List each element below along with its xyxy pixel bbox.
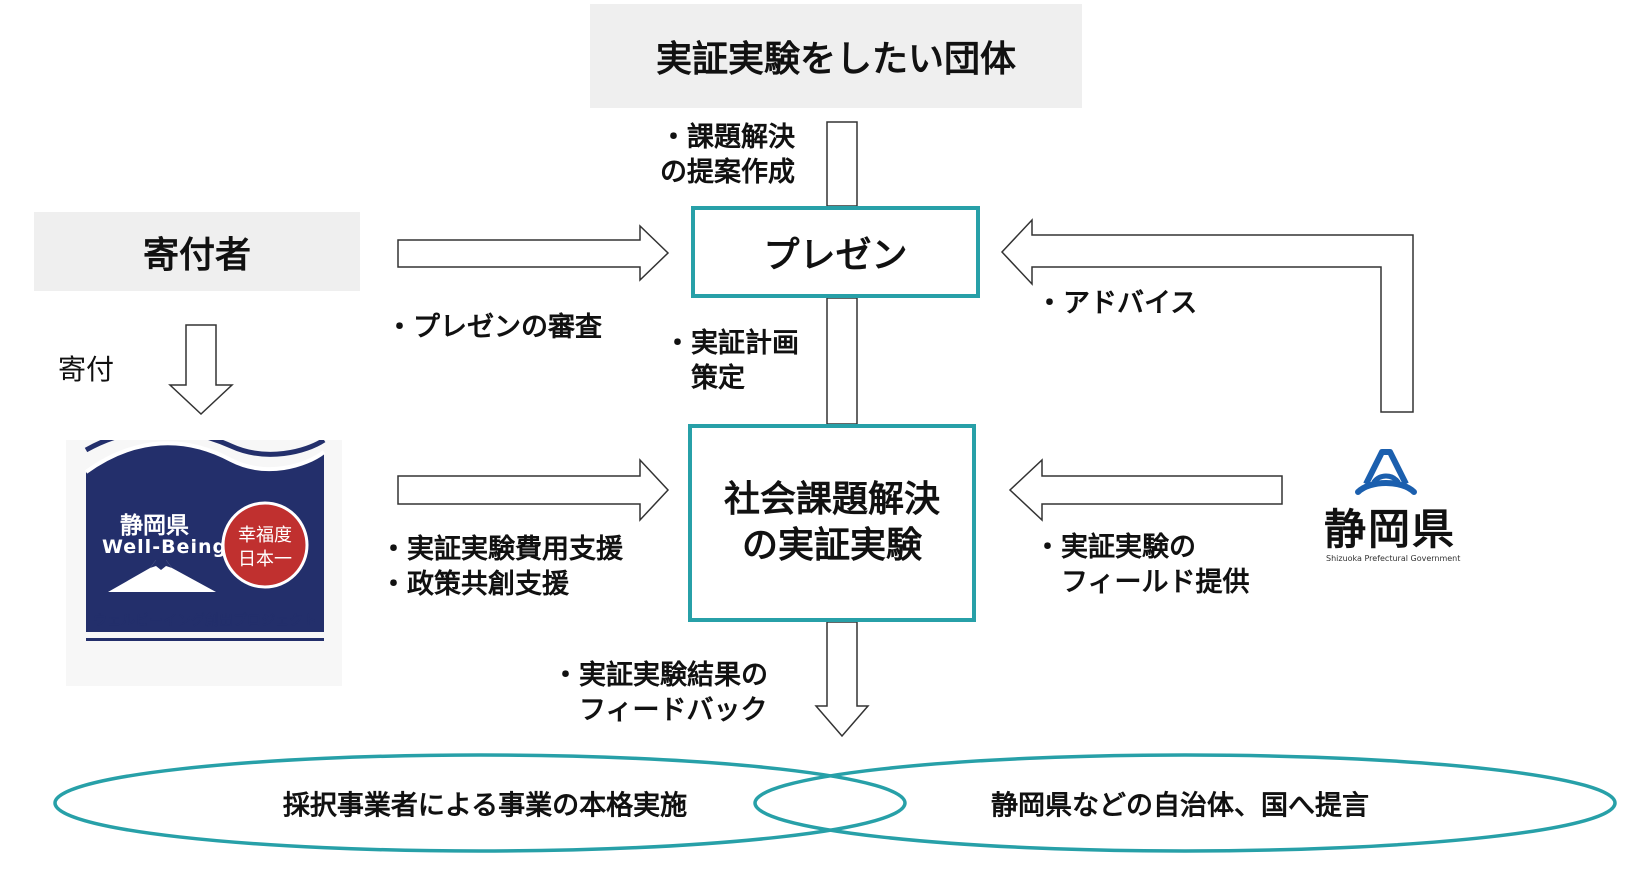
- wellbeing-footer: ウェルビーイング創出プロジェクト: [93, 613, 317, 629]
- org-box: 実証実験をしたい団体: [590, 4, 1082, 108]
- presen-label: プレゼン: [763, 235, 908, 276]
- label-proposal-line-2: の提案作成: [660, 157, 795, 188]
- wellbeing-seal-line-1: 幸福度: [238, 525, 292, 546]
- connector-presen-experiment: [826, 297, 858, 425]
- wellbeing-logo-graphic: [84, 427, 326, 641]
- arrow-feedback: [814, 621, 870, 738]
- org-label: 実証実験をしたい団体: [655, 39, 1016, 80]
- label-field-line-1: ・実証実験の: [1034, 532, 1196, 563]
- label-feedback: ・実証実験結果の フィードバック: [552, 658, 768, 728]
- presen-box: プレゼン: [691, 206, 980, 298]
- label-advice: ・アドバイス: [1036, 288, 1198, 319]
- donor-box: 寄付者: [34, 212, 360, 291]
- arrow-fund-experiment: [397, 458, 670, 522]
- shizuoka-logo: 静岡県 Shizuoka Prefectural Government: [1308, 440, 1472, 580]
- wellbeing-logo: 静岡県 Well-Being 幸福度 日本一 ウェルビーイング創出プロジェクト: [66, 427, 342, 686]
- experiment-line-2: の実証実験: [741, 525, 922, 566]
- arrow-field-experiment: [1008, 458, 1283, 522]
- experiment-line-1: 社会課題解決: [723, 479, 940, 520]
- connector-org-presen: [826, 121, 858, 207]
- arrow-donor-fund: [168, 324, 234, 416]
- outcome-right-text: 静岡県などの自治体、国へ提言: [991, 790, 1369, 822]
- mount-fuji-icon: [108, 560, 216, 592]
- label-feedback-line-1: ・実証実験結果の: [552, 660, 768, 691]
- wellbeing-seal: 幸福度 日本一: [227, 524, 303, 572]
- label-review: ・プレゼンの審査: [386, 312, 602, 343]
- arrow-advice: [1000, 218, 1414, 413]
- arrow-donor-presen: [397, 224, 670, 282]
- label-plan-line-2: 策定: [691, 363, 745, 394]
- label-support-line-1: ・実証実験費用支援: [380, 534, 623, 565]
- label-field: ・実証実験の フィールド提供: [1034, 530, 1249, 600]
- wellbeing-title: Well-Being: [102, 536, 228, 558]
- experiment-box: 社会課題解決 の実証実験: [688, 424, 976, 622]
- shizuoka-name: 静岡県: [1324, 505, 1457, 554]
- label-field-line-2: フィールド提供: [1061, 567, 1250, 598]
- shizuoka-emblem-icon: [1355, 449, 1417, 495]
- label-proposal-line-1: ・課題解決: [660, 122, 795, 153]
- wellbeing-pref: 静岡県: [120, 513, 189, 539]
- label-donation: 寄付: [58, 353, 115, 386]
- label-feedback-line-2: フィードバック: [579, 695, 768, 726]
- wellbeing-seal-line-2: 日本一: [238, 549, 292, 570]
- shizuoka-english: Shizuoka Prefectural Government: [1326, 554, 1461, 563]
- label-support: ・実証実験費用支援 ・政策共創支援: [380, 532, 623, 602]
- label-support-line-2: ・政策共創支援: [380, 569, 569, 600]
- outcome-left-text: 採択事業者による事業の本格実施: [282, 790, 688, 822]
- label-plan: ・実証計画 策定: [664, 326, 799, 396]
- label-proposal: ・課題解決 の提案作成: [660, 120, 795, 190]
- label-plan-line-1: ・実証計画: [664, 328, 799, 359]
- outcome-ellipse-right: [753, 753, 1617, 853]
- outcome-ellipse-left: [53, 753, 907, 853]
- donor-label: 寄付者: [142, 234, 251, 276]
